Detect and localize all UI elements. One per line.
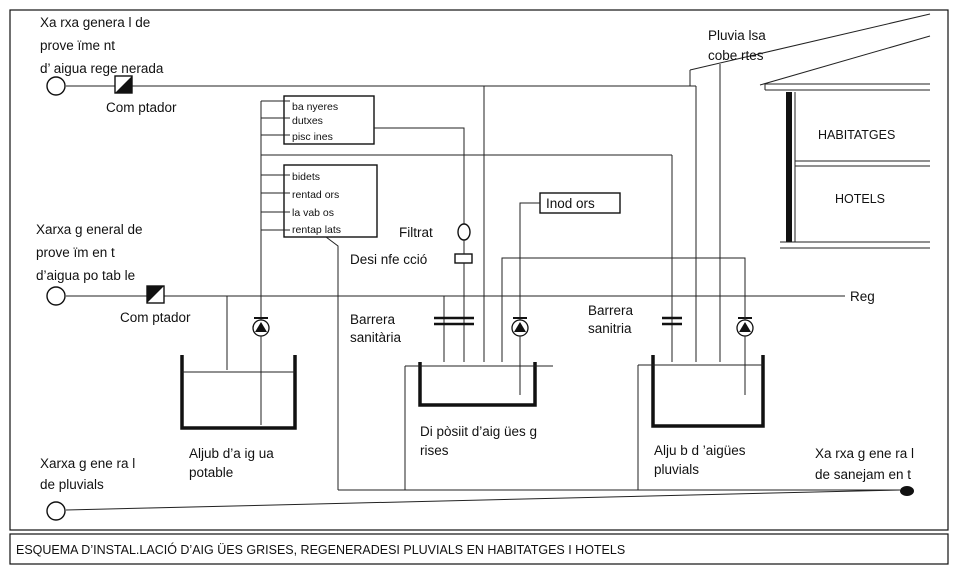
- circle-connector-icon: [46, 501, 66, 521]
- pluvial-network-label: Xarxa g ene ra l: [40, 456, 135, 471]
- diagram-caption: ESQUEMA D’INSTAL.LACIÓ D’AIG ÜES GRISES,…: [16, 542, 625, 557]
- circle-connector-icon: [46, 76, 66, 96]
- sewer-outlet-icon: [900, 486, 914, 496]
- pluvial-network-label-2: de pluvials: [40, 477, 104, 492]
- greywater-feed: [374, 127, 465, 225]
- fixture-label: pisc ines: [292, 131, 333, 143]
- barrier-2-label-2: sanitria: [588, 321, 632, 336]
- roof-line-2: [759, 35, 931, 86]
- barrier-icon: [662, 316, 682, 326]
- pluvial-sewer-line: [65, 489, 901, 511]
- grey-tank-label: Di pòsiit d’aig ües g: [420, 424, 537, 439]
- pump-icon: [736, 317, 754, 337]
- roof-rain-label: Pluvia lsa: [708, 28, 766, 43]
- pump-icon: [252, 317, 270, 337]
- regen-network-label-3: d’ aigua rege nerada: [40, 61, 164, 76]
- fixtures-box-baths: [283, 95, 375, 145]
- regen-network-label: Xa rxa genera l de: [40, 15, 150, 30]
- meter-icon: [114, 75, 133, 94]
- greywater-drop: [325, 236, 339, 490]
- fixture-label: bidets: [292, 171, 320, 183]
- regen-network-label-2: prove ïme nt: [40, 38, 115, 53]
- pluvial-tank-label-2: pluvials: [654, 462, 699, 477]
- pluvial-tank: [637, 355, 765, 490]
- roof-rain-label-2: cobe rtes: [708, 48, 764, 63]
- fixture-label: rentap lats: [292, 224, 341, 236]
- potable-network-label: Xarxa g eneral de: [36, 222, 143, 237]
- potable-network-label-2: prove ïm en t: [36, 245, 115, 260]
- sewer-network-label-2: de sanejam en t: [815, 467, 911, 482]
- barrier-1-label: Barrera: [350, 312, 396, 327]
- potable-tank-label-2: potable: [189, 465, 233, 480]
- irrigation-label: Reg: [850, 289, 875, 304]
- roof-line: [689, 13, 931, 71]
- toilets-label: Inod ors: [546, 196, 595, 211]
- hotels-label: HOTELS: [835, 192, 885, 206]
- pluvial-to-grey: [501, 257, 746, 362]
- fixture-label: rentad ors: [292, 189, 339, 201]
- disinfection-icon: [454, 253, 473, 264]
- meter-mid-label: Com ptador: [120, 310, 191, 325]
- disinfection-label: Desi nfe cció: [350, 252, 427, 267]
- meter-top-label: Com ptador: [106, 100, 177, 115]
- fixture-label: ba nyeres: [292, 101, 338, 113]
- grey-tank-label-2: rises: [420, 443, 449, 458]
- barrier-icon: [454, 316, 474, 326]
- sewer-network-label: Xa rxa g ene ra l: [815, 446, 914, 461]
- housing-label: HABITATGES: [818, 128, 895, 142]
- pump-icon: [511, 317, 529, 337]
- greywater-tank: [404, 362, 553, 490]
- pluvial-tank-label: Alju b d ’aigües: [654, 443, 746, 458]
- barrier-icon: [434, 316, 454, 326]
- fixture-label: la vab os: [292, 207, 334, 219]
- potable-network-label-3: d’aigua po tab le: [36, 268, 135, 283]
- potable-tank-label: Aljub d’a ig ua: [189, 446, 274, 461]
- caption-box: [9, 533, 949, 565]
- filter-label: Filtrat: [399, 225, 433, 240]
- barrier-2-label: Barrera: [588, 303, 634, 318]
- circle-connector-icon: [46, 286, 66, 306]
- potable-tank: [180, 355, 297, 430]
- filter-icon: [457, 223, 471, 241]
- fixture-label: dutxes: [292, 115, 323, 127]
- diagram-frame: [9, 9, 949, 531]
- meter-icon: [146, 285, 165, 304]
- fixtures-box-sinks: [283, 164, 378, 238]
- barrier-1-label-2: sanitària: [350, 330, 402, 345]
- building-wall: [786, 92, 792, 242]
